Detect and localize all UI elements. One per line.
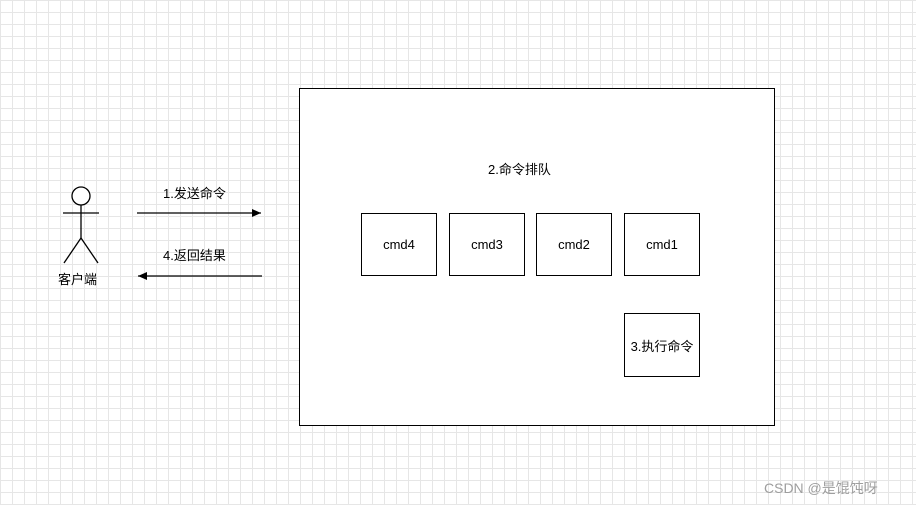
execute-label: 3.执行命令 <box>630 338 694 354</box>
queue-item-label: cmd1 <box>646 237 678 252</box>
execute-box: 3.执行命令 <box>624 313 700 377</box>
queue-item-cmd2: cmd2 <box>536 213 612 276</box>
queue-item-label: cmd3 <box>471 237 503 252</box>
actor-label: 客户端 <box>58 272 98 287</box>
queue-item-label: cmd4 <box>383 237 415 252</box>
stick-figure-icon <box>63 186 99 264</box>
queue-title: 2.命令排队 <box>488 162 551 177</box>
queue-item-cmd1: cmd1 <box>624 213 700 276</box>
return-arrow-label: 4.返回结果 <box>163 248 226 263</box>
send-arrow-label: 1.发送命令 <box>163 186 226 201</box>
queue-item-cmd3: cmd3 <box>449 213 525 276</box>
queue-item-label: cmd2 <box>558 237 590 252</box>
queue-item-cmd4: cmd4 <box>361 213 437 276</box>
watermark: CSDN @是馄饨呀 <box>764 480 878 496</box>
